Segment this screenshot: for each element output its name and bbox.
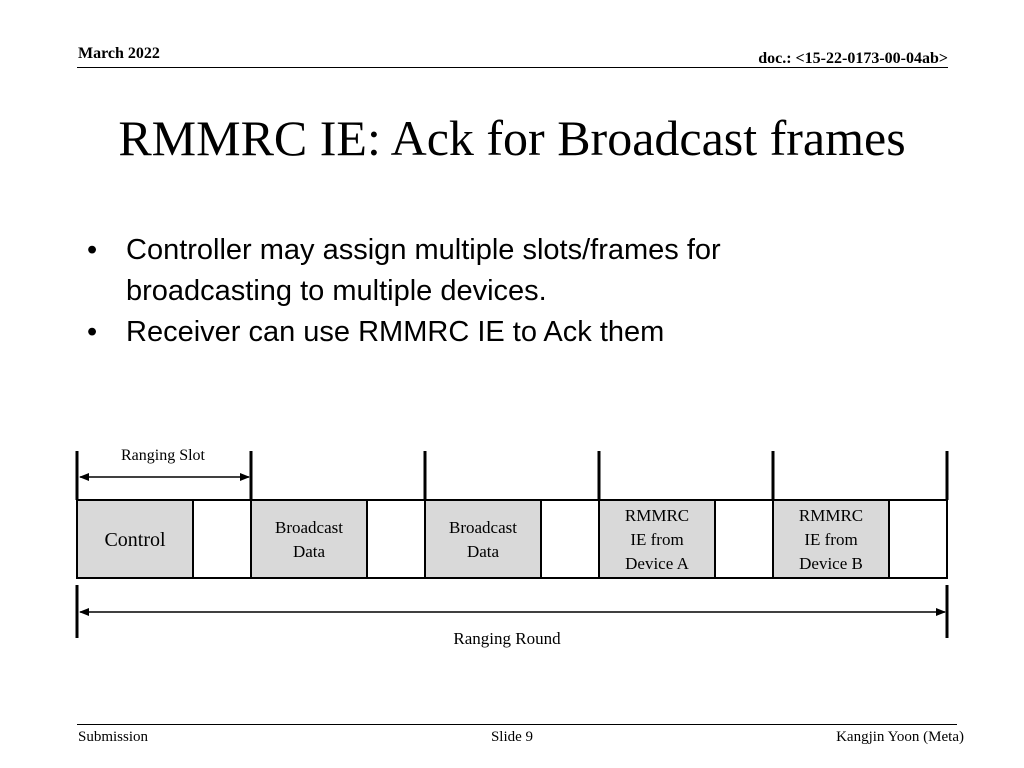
frame-box-label: Data xyxy=(293,542,326,561)
header-doc-id: doc.: <15-22-0173-00-04ab> xyxy=(758,50,948,67)
footer-slide-number: Slide 9 xyxy=(490,729,534,745)
frame-box xyxy=(76,499,194,579)
bullet-text: Receiver can use RMMRC IE to Ack them xyxy=(126,316,665,348)
slide-title: RMMRC IE: Ack for Broadcast frames xyxy=(118,110,906,166)
footer-author: Kangjin Yoon (Meta) xyxy=(836,729,964,745)
bullet-item: • Receiver can use RMMRC IE to Ack them xyxy=(85,312,885,353)
ranging-round-label: Ranging Round xyxy=(453,629,561,648)
bullet-list: • Controller may assign multiple slots/fr… xyxy=(85,230,885,353)
frame-box xyxy=(598,499,716,579)
gap-box xyxy=(888,499,948,579)
frame-box xyxy=(772,499,890,579)
frame-box-label: Broadcast xyxy=(449,518,517,537)
frame-box xyxy=(250,499,368,579)
gap-box xyxy=(540,499,600,579)
gap-box xyxy=(714,499,774,579)
bullet-text: Controller may assign multiple slots/fra… xyxy=(126,234,721,307)
bullet-item: • Controller may assign multiple slots/fr… xyxy=(85,230,885,312)
frame-box-label: Control xyxy=(104,529,166,551)
frame-box-label: Broadcast xyxy=(275,518,343,537)
frame-box xyxy=(424,499,542,579)
frame-box-label: RMMRC xyxy=(625,506,689,525)
frame-box-label: IE from xyxy=(804,530,857,549)
footer-rule xyxy=(77,724,957,725)
footer-submission: Submission xyxy=(78,729,149,745)
frame-box-label: Device B xyxy=(799,554,863,573)
header-rule xyxy=(77,67,948,68)
bullet-dot: • xyxy=(87,316,98,348)
frame-box-label: IE from xyxy=(630,530,683,549)
bullet-dot: • xyxy=(87,234,98,266)
frame-box-label: Device A xyxy=(625,554,689,573)
gap-box xyxy=(192,499,252,579)
frame-box-label: RMMRC xyxy=(799,506,863,525)
frame-box-label: Data xyxy=(467,542,500,561)
ranging-slot-label: Ranging Slot xyxy=(121,447,206,464)
gap-box xyxy=(366,499,426,579)
header-date: March 2022 xyxy=(78,45,160,62)
